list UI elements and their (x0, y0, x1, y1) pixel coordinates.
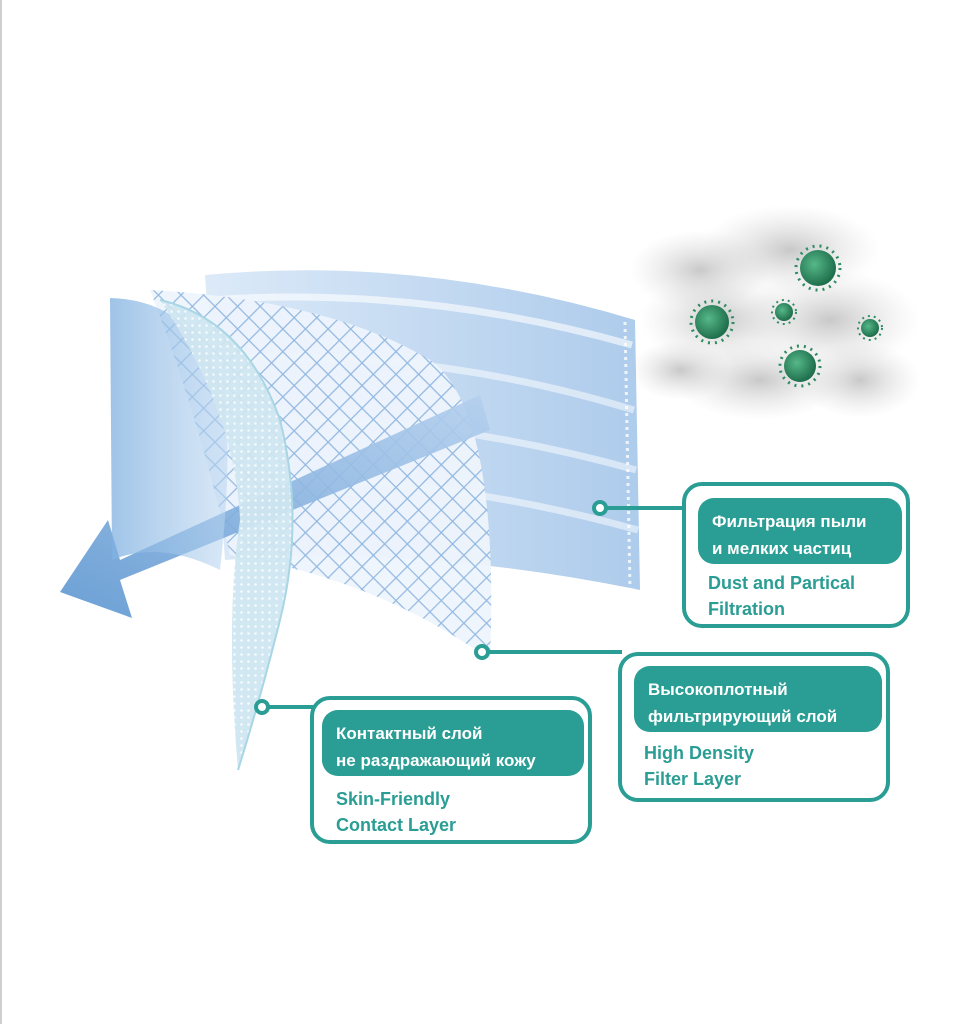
callout-filter-en-line2: Filter Layer (644, 769, 742, 789)
callout-filter-ru-line1: Высокоплотный (648, 680, 788, 699)
callout-dust-en-label: Dust and Partical Filtration (708, 570, 855, 622)
dust-cloud (630, 205, 920, 420)
callout-dust-en-line2: Filtration (708, 599, 785, 619)
virus-icon (778, 344, 822, 388)
callout-dust-filtration: Фильтрация пыли и мелких частиц Dust and… (682, 482, 910, 628)
front-blue-layer (110, 298, 228, 570)
callout-filter-ru-line2: фильтрирующий слой (648, 707, 838, 726)
virus-icon (689, 299, 735, 345)
virus-icon (771, 299, 797, 325)
virus-icon (794, 244, 842, 292)
leader-lines (254, 500, 686, 715)
callout-dust-ru-label: Фильтрация пыли и мелких частиц (698, 498, 902, 564)
callout-skin-en-label: Skin-Friendly Contact Layer (336, 786, 456, 838)
callout-skin-ru-label: Контактный слой не раздражающий кожу (322, 710, 584, 776)
callout-dust-ru-line2: и мелких частиц (712, 539, 852, 558)
callout-skin-ru-line1: Контактный слой (336, 724, 483, 743)
left-edge-line (0, 0, 2, 1024)
callout-skin-en-line2: Contact Layer (336, 815, 457, 835)
callout-skin-contact: Контактный слой не раздражающий кожу Ski… (310, 696, 592, 844)
callout-filter-ru-label: Высокоплотный фильтрирующий слой (634, 666, 882, 732)
callout-high-density-filter: Высокоплотный фильтрирующий слой High De… (618, 652, 890, 802)
callout-filter-en-label: High Density Filter Layer (644, 740, 754, 792)
virus-icon (857, 315, 883, 341)
virus-particles (689, 244, 883, 388)
callout-dust-en-line1: Dust and Partical (708, 573, 856, 593)
callout-skin-en-line1: Skin-Friendly (336, 789, 451, 809)
callout-dust-ru-line1: Фильтрация пыли (712, 512, 867, 531)
skin-contact-layer (159, 299, 294, 771)
callout-filter-en-line1: High Density (644, 743, 755, 763)
callout-skin-ru-line2: не раздражающий кожу (336, 751, 536, 770)
